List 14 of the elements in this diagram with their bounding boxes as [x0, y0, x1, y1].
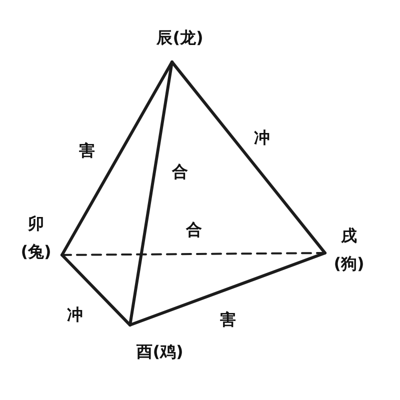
- edge-line: [170, 60, 326, 254]
- edge-label: 合: [186, 221, 202, 239]
- edge-label: 害: [220, 311, 236, 329]
- vertex-label: 酉(鸡): [125, 338, 195, 366]
- edge-line: [128, 252, 326, 326]
- edge-label: 冲: [67, 306, 83, 324]
- edge-label: 害: [79, 142, 95, 160]
- vertex-label: 卯 (兔): [14, 210, 58, 266]
- vertex-label: 辰(龙): [145, 24, 215, 52]
- edge-line: [60, 254, 132, 326]
- edge-label: 冲: [254, 129, 270, 147]
- edge-line: [60, 60, 174, 256]
- vertex-label: 戌 (狗): [327, 222, 371, 278]
- edge-label: 合: [172, 163, 188, 181]
